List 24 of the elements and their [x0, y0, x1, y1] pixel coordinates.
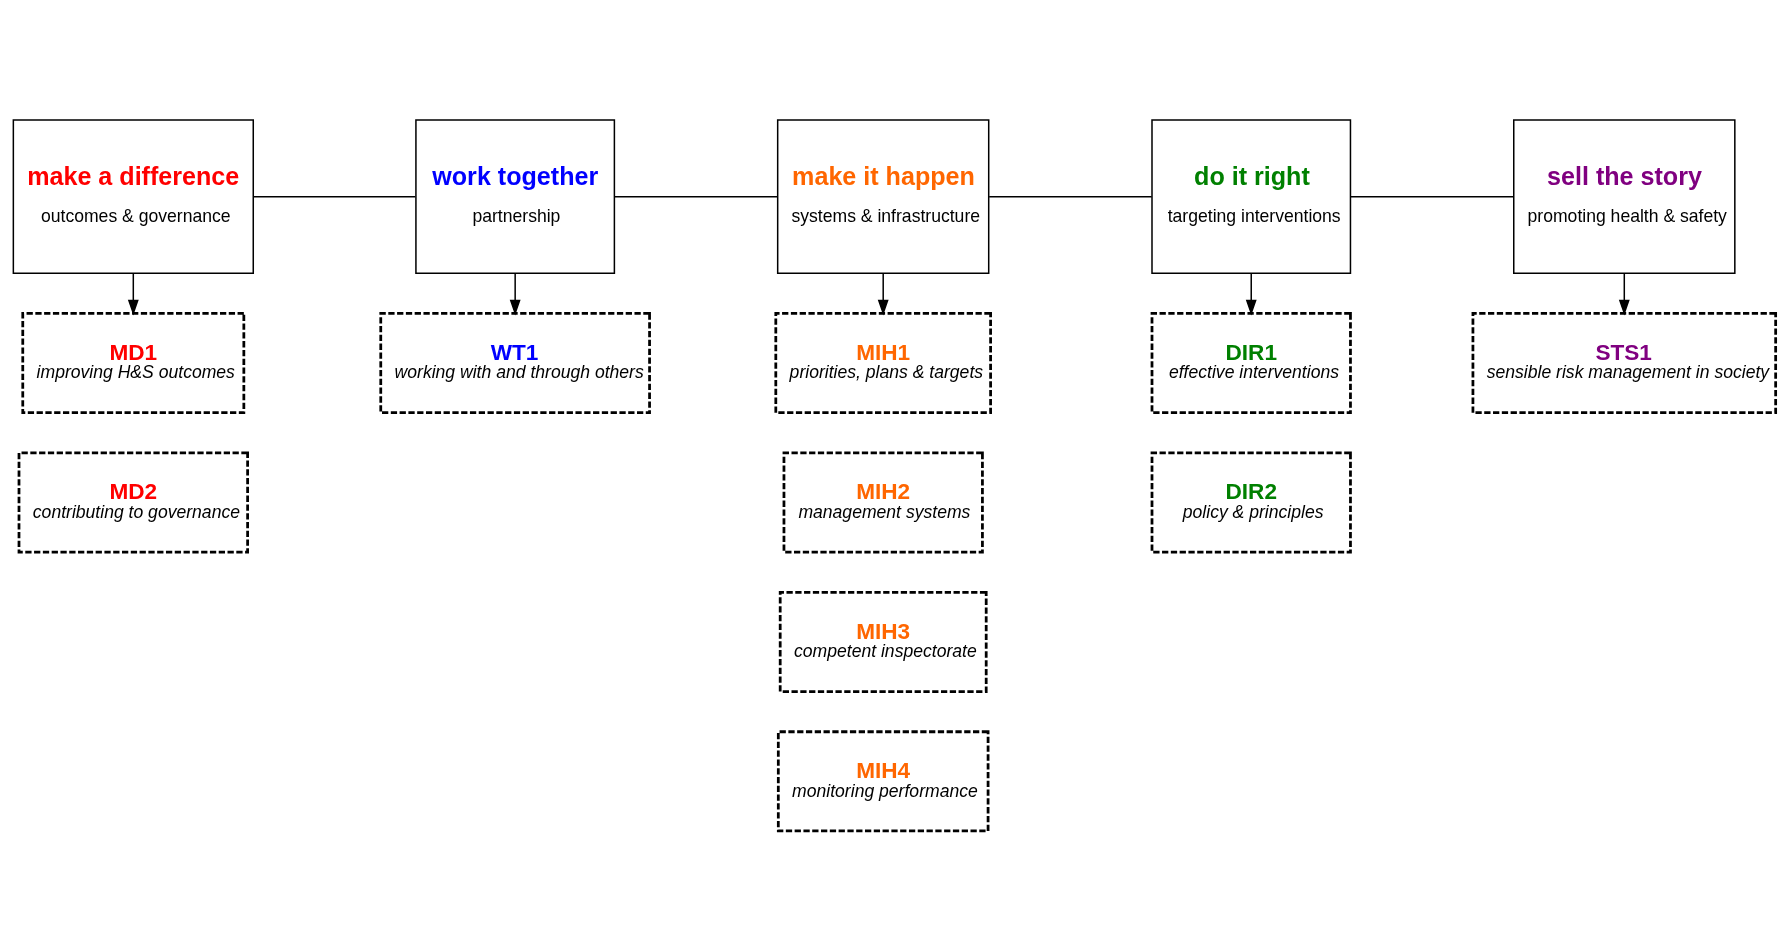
node-box: do it right targeting interventions	[1151, 119, 1352, 275]
arrow	[509, 272, 521, 316]
connector	[252, 195, 417, 198]
node-box: make it happen systems & infrastructure	[776, 119, 990, 275]
node-box: STS1 sensible risk management in society	[1471, 312, 1778, 415]
arrow	[127, 272, 139, 316]
node-box: sell the story promoting health & safety	[1513, 119, 1736, 275]
node-box: MD2 contributing to governance	[17, 451, 249, 554]
node-box: make a difference outcomes & governance	[12, 119, 254, 275]
node-box: DIR2 policy & principles	[1150, 451, 1352, 554]
connector	[614, 195, 779, 198]
node-box: MD1 improving H&S outcomes	[21, 312, 246, 415]
node-box: MIH3 competent inspectorate	[778, 590, 988, 693]
node-box: work together partnership	[415, 119, 616, 275]
node-box: MIH1 priorities, plans & targets	[774, 312, 992, 415]
arrow	[877, 272, 889, 316]
connector	[1349, 195, 1515, 198]
node-box: DIR1 effective interventions	[1150, 312, 1352, 415]
node-box: MIH2 management systems	[782, 451, 984, 554]
node-box: WT1 working with and through others	[379, 312, 651, 415]
arrow	[1618, 272, 1630, 316]
connector	[988, 195, 1153, 198]
arrow	[1245, 272, 1257, 316]
node-box: MIH4 monitoring performance	[776, 730, 990, 833]
